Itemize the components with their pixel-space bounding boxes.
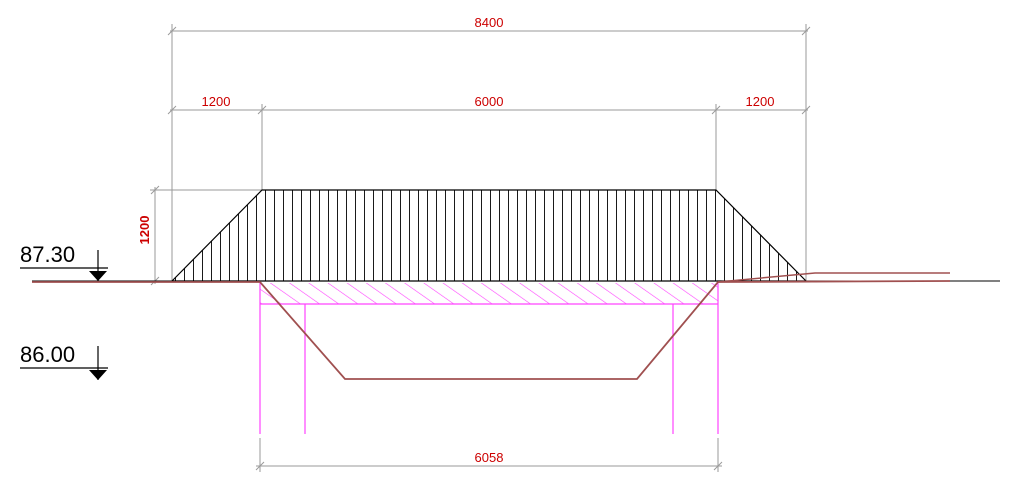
ground-level-marker: 87.30 [20, 242, 108, 281]
height-label: 1200 [137, 216, 152, 245]
ground-level-label: 87.30 [20, 242, 75, 267]
right-slope-width-label: 1200 [746, 94, 775, 109]
excavation-width-label: 6058 [475, 450, 504, 465]
crest-width-label: 6000 [475, 94, 504, 109]
bottom-level-label: 86.00 [20, 342, 75, 367]
embankment [170, 189, 808, 282]
elevation-triangle-icon [89, 271, 107, 281]
overall-width-dimension: 8400 [167, 15, 811, 282]
overall-width-label: 8400 [475, 15, 504, 30]
left-slope-width-label: 1200 [202, 94, 231, 109]
bottom-level-marker: 86.00 [20, 342, 108, 380]
terrain-profile [32, 272, 951, 380]
elevation-triangle-icon [89, 370, 107, 380]
height-dimension: 1200 [137, 185, 262, 286]
excavation-width-dimension: 6058 [255, 438, 723, 472]
segment-width-dimensions: 1200 6000 1200 [167, 94, 811, 190]
excavation-zone [259, 283, 719, 434]
